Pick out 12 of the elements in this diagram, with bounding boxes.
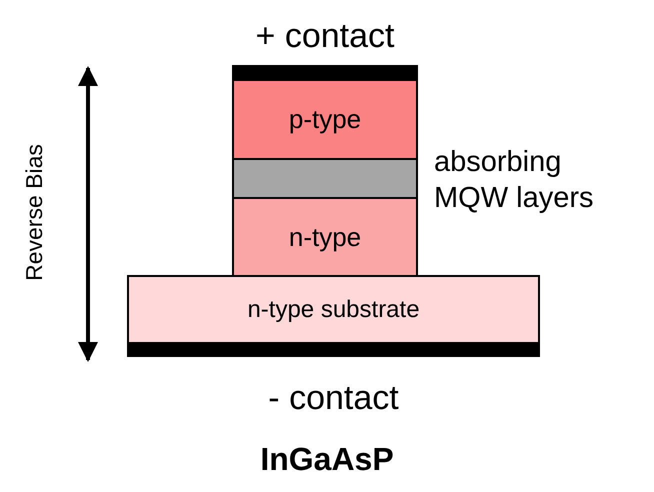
caption: InGaAsP xyxy=(259,443,395,475)
semiconductor-layer xyxy=(232,79,418,160)
layer-label: n-type xyxy=(288,220,362,254)
layer-label: n-type substrate xyxy=(247,294,420,324)
axis-label: Reverse Bias xyxy=(22,144,46,280)
contact-label: - contact xyxy=(268,381,399,415)
semiconductor-layer xyxy=(232,197,418,277)
semiconductor-layer xyxy=(127,275,540,344)
layer-annotation: absorbing MQW layers xyxy=(434,145,594,216)
contact-label: + contact xyxy=(256,19,394,53)
semiconductor-layer xyxy=(232,158,418,199)
layer-label: p-type xyxy=(288,103,362,136)
